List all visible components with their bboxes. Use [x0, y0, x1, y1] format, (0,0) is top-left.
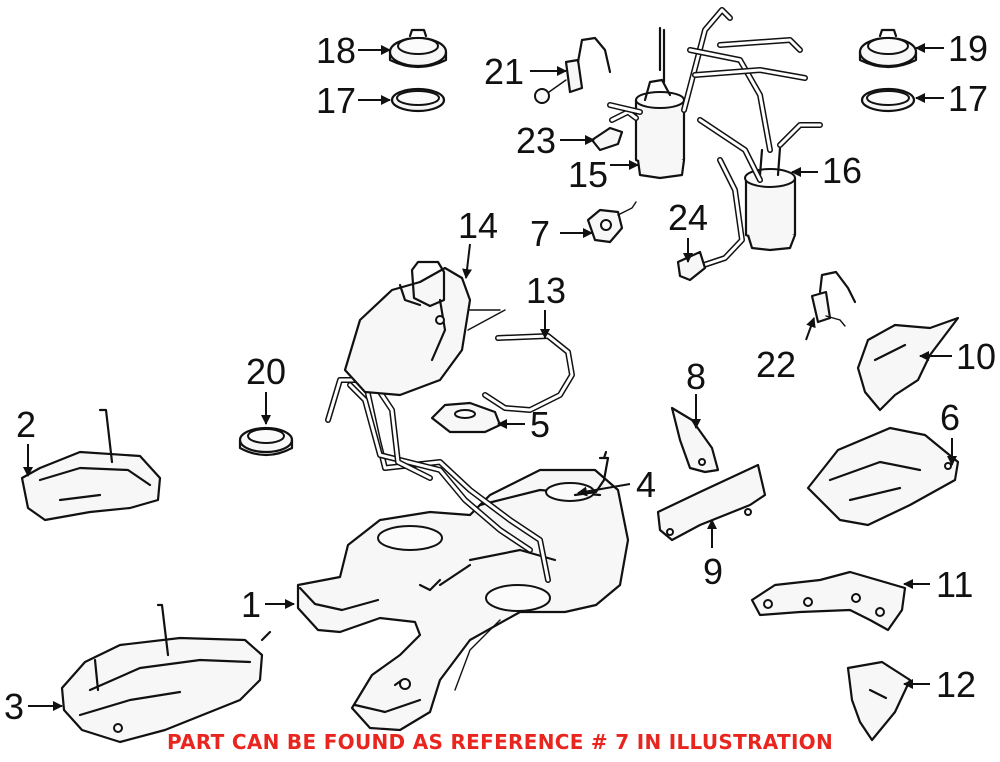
callout-3: 3	[4, 686, 24, 727]
callout-18: 18	[316, 30, 356, 71]
part-11-shield	[750, 570, 907, 632]
callout-11: 11	[936, 564, 973, 605]
callout-17-right: 17	[948, 78, 988, 119]
part-9-bracket	[656, 463, 767, 542]
part-fuel-lines	[325, 377, 551, 583]
reference-note: PART CAN BE FOUND AS REFERENCE # 7 IN IL…	[166, 730, 834, 754]
part-17-seal-left	[390, 87, 446, 113]
callout-5: 5	[530, 404, 550, 445]
callout-21: 21	[484, 51, 524, 92]
part-7-sender	[586, 201, 637, 244]
callout-10: 10	[956, 336, 996, 377]
part-18-cover	[388, 28, 448, 69]
callout-9: 9	[703, 551, 723, 592]
part-20-lock-ring	[238, 426, 294, 457]
leader-lines	[23, 43, 957, 711]
callout-6: 6	[940, 397, 960, 438]
callout-14: 14	[458, 205, 498, 246]
part-2-heat-shield	[20, 408, 162, 522]
callout-22: 22	[756, 344, 796, 385]
part-14-canister	[343, 260, 506, 397]
callout-7: 7	[530, 213, 550, 254]
part-23-holder	[590, 126, 624, 152]
part-3-lower-shield	[60, 603, 272, 744]
callout-labels: 1 2 3 4 5 6 7 8 9 10 11 12 13 14 15 16 1…	[4, 28, 996, 727]
callout-12: 12	[936, 664, 976, 705]
callout-24: 24	[668, 197, 708, 238]
callout-13: 13	[526, 270, 566, 311]
callout-16: 16	[822, 150, 862, 191]
part-fuel-tank	[296, 468, 630, 732]
part-10-shield	[856, 316, 960, 412]
part-6-shield	[806, 426, 960, 527]
part-21-sensor	[534, 36, 612, 104]
callout-2: 2	[16, 404, 36, 445]
part-12-shield	[846, 660, 912, 742]
part-wiring-harness	[607, 7, 823, 271]
callout-17-left: 17	[316, 80, 356, 121]
callout-19: 19	[948, 28, 988, 69]
part-13-line	[482, 333, 575, 413]
callout-15: 15	[568, 154, 608, 195]
part-19-cover	[858, 28, 918, 69]
part-22-sensor	[810, 270, 857, 327]
part-15-fuel-pump	[609, 26, 686, 180]
callout-23: 23	[516, 120, 556, 161]
callout-8: 8	[686, 356, 706, 397]
part-5-plate	[430, 401, 502, 434]
part-17-seal-right	[860, 87, 916, 113]
part-4-bracket	[573, 450, 610, 497]
callout-20: 20	[246, 351, 286, 392]
part-24-clip	[676, 250, 707, 282]
callout-4: 4	[636, 464, 656, 505]
callout-1: 1	[241, 584, 261, 625]
